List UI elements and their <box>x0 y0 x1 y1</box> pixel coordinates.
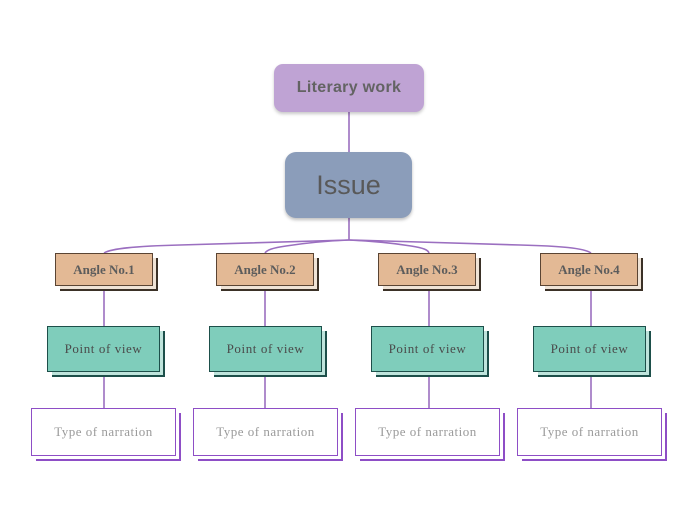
node-literary-work-label: Literary work <box>296 79 402 96</box>
node-type-of-narration-1-label: Type of narration <box>54 424 153 439</box>
node-type-of-narration-3[interactable]: Type of narration <box>355 408 500 456</box>
node-point-of-view-4-label: Point of view <box>550 341 629 356</box>
node-point-of-view-2-label: Point of view <box>226 341 305 356</box>
node-type-of-narration-2[interactable]: Type of narration <box>193 408 338 456</box>
node-type-of-narration-4[interactable]: Type of narration <box>517 408 662 456</box>
node-angle-4-label: Angle No.4 <box>558 261 620 277</box>
node-point-of-view-4[interactable]: Point of view <box>533 326 646 372</box>
node-point-of-view-1-label: Point of view <box>64 341 143 356</box>
node-angle-2-label: Angle No.2 <box>234 261 296 277</box>
node-type-of-narration-1[interactable]: Type of narration <box>31 408 176 456</box>
node-angle-1[interactable]: Angle No.1 <box>55 253 153 286</box>
node-type-of-narration-4-label: Type of narration <box>540 424 639 439</box>
node-angle-1-label: Angle No.1 <box>73 261 135 277</box>
node-angle-3-label: Angle No.3 <box>396 261 458 277</box>
node-issue[interactable]: Issue <box>285 152 412 218</box>
connector-issue-to-angle-1 <box>103 239 350 254</box>
node-point-of-view-1[interactable]: Point of view <box>47 326 160 372</box>
node-angle-4[interactable]: Angle No.4 <box>540 253 638 286</box>
node-type-of-narration-2-label: Type of narration <box>216 424 315 439</box>
node-type-of-narration-3-label: Type of narration <box>378 424 477 439</box>
node-angle-3[interactable]: Angle No.3 <box>378 253 476 286</box>
node-literary-work[interactable]: Literary work <box>274 64 424 112</box>
node-angle-2[interactable]: Angle No.2 <box>216 253 314 286</box>
node-point-of-view-3-label: Point of view <box>388 341 467 356</box>
node-point-of-view-3[interactable]: Point of view <box>371 326 484 372</box>
connector-issue-to-angle-4 <box>348 239 592 254</box>
node-point-of-view-2[interactable]: Point of view <box>209 326 322 372</box>
connector-issue-to-angle-2 <box>264 239 350 254</box>
node-issue-label: Issue <box>316 169 381 200</box>
